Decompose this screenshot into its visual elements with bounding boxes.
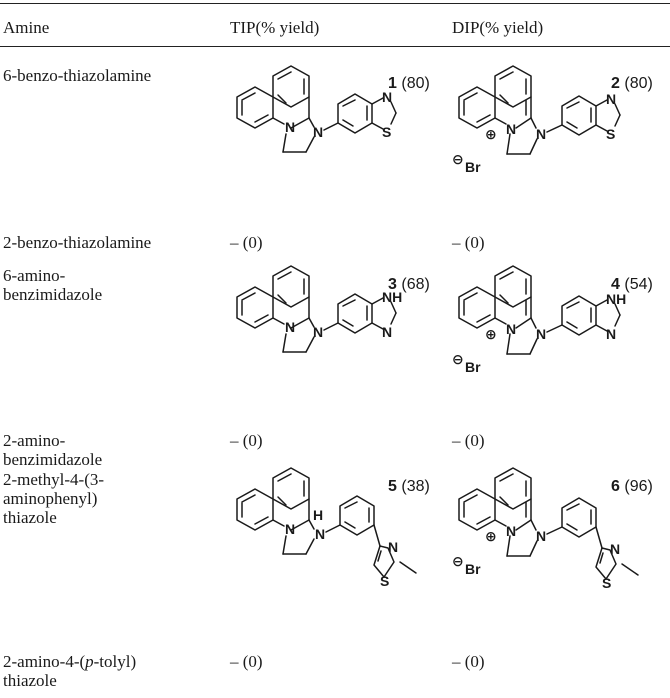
minus-charge-icon: ⊖	[452, 151, 464, 167]
atom-nh: NH	[606, 291, 626, 307]
compound-label-3: 3 (68)	[388, 276, 430, 293]
atom-n-thiazole: N	[606, 91, 616, 107]
atom-s-thiazole: S	[382, 124, 391, 140]
table-top-rule	[0, 3, 670, 5]
atom-br: Br	[465, 359, 481, 375]
dip-yield-row-4: – (0)	[452, 431, 485, 450]
benzothiazole-substituent	[546, 95, 621, 136]
imidazoline-ring	[506, 317, 538, 355]
atom-n2: N	[536, 528, 546, 544]
phenanthridinium-core	[458, 265, 532, 329]
imidazolidine-ring	[282, 519, 315, 555]
plus-charge-icon: ⊕	[485, 126, 497, 142]
atom-s-thiazole: S	[602, 575, 611, 591]
compound-label-6: 6 (96)	[611, 478, 653, 495]
atom-n-plus: N	[506, 523, 516, 539]
compound-label-5: 5 (38)	[388, 478, 430, 495]
phenanthridine-core	[236, 467, 310, 531]
dip-yield-row-6: – (0)	[452, 652, 485, 671]
atom-n-thiazole: N	[610, 541, 620, 557]
structure-compound-5: H N N N S	[236, 467, 417, 589]
atom-n1: N	[285, 521, 295, 537]
atom-br: Br	[465, 561, 481, 577]
tip-yield-row-2: – (0)	[230, 233, 263, 252]
header-tip: TIP(% yield)	[230, 18, 320, 37]
structure-compound-2: N ⊕ N ⊖ Br N S	[452, 65, 621, 175]
atom-n2: N	[315, 526, 325, 542]
atom-n2: N	[536, 326, 546, 342]
plus-charge-icon: ⊕	[485, 326, 497, 342]
structure-compound-4: N ⊕ N ⊖ Br NH N	[452, 265, 626, 375]
atom-h: H	[313, 507, 323, 523]
imidazoline-ring	[506, 117, 538, 155]
tip-yield-row-4: – (0)	[230, 431, 263, 450]
imidazoline-ring	[506, 519, 538, 557]
atom-n2: N	[313, 124, 323, 140]
phenanthridine-core	[236, 265, 310, 329]
atom-n-thiazole: N	[388, 539, 398, 555]
imidazolidine-ring	[282, 117, 315, 153]
compound-label-4: 4 (54)	[611, 276, 653, 293]
atom-s-thiazole: S	[380, 573, 389, 589]
imidazolidine-ring	[282, 317, 315, 353]
structure-compound-3: N N NH N	[236, 265, 402, 353]
table-header-rule	[0, 46, 670, 48]
amine-row-5: 2-methyl-4-(3- aminophenyl) thiazole	[3, 470, 105, 527]
atom-s-thiazole: S	[606, 126, 615, 142]
amine-row-1: 6-benzo-thiazolamine	[3, 66, 152, 85]
benzimidazole-substituent	[546, 295, 621, 336]
benzothiazole-substituent	[323, 93, 397, 134]
benzimidazole-substituent	[323, 293, 397, 334]
phenanthridinium-core	[458, 65, 532, 129]
compound-label-2: 2 (80)	[611, 75, 653, 92]
atom-n1: N	[285, 119, 295, 135]
atom-n1: N	[285, 319, 295, 335]
meta-phenyl-thiazole-substituent	[325, 495, 417, 578]
structure-compound-1: N N N S	[236, 65, 397, 153]
amine-row-4: 2-amino- benzimidazole	[3, 431, 103, 469]
phenanthridine-core	[236, 65, 310, 129]
atom-n2: N	[536, 126, 546, 142]
tip-yield-row-6: – (0)	[230, 652, 263, 671]
atom-n-plus: N	[506, 321, 516, 337]
amine-row-2: 2-benzo-thiazolamine	[3, 233, 152, 252]
amine-row-3: 6-amino- benzimidazole	[3, 266, 103, 304]
atom-n-plus: N	[506, 121, 516, 137]
plus-charge-icon: ⊕	[485, 528, 497, 544]
structure-compound-6: N ⊕ N ⊖ Br N S	[452, 467, 639, 591]
header-dip: DIP(% yield)	[452, 18, 544, 37]
compound-label-1: 1 (80)	[388, 75, 430, 92]
minus-charge-icon: ⊖	[452, 351, 464, 367]
atom-nh: NH	[382, 289, 402, 305]
phenanthridinium-core	[458, 467, 532, 531]
minus-charge-icon: ⊖	[452, 553, 464, 569]
atom-n2: N	[313, 324, 323, 340]
meta-phenyl-thiazole-substituent	[546, 497, 639, 580]
atom-n-imidazole: N	[606, 326, 616, 342]
header-amine: Amine	[3, 18, 50, 37]
dip-yield-row-2: – (0)	[452, 233, 485, 252]
atom-n-imidazole: N	[382, 324, 392, 340]
atom-n-thiazole: N	[382, 89, 392, 105]
atom-br: Br	[465, 159, 481, 175]
amine-row-6: 2-amino-4-(p-tolyl)thiazole	[3, 652, 137, 690]
